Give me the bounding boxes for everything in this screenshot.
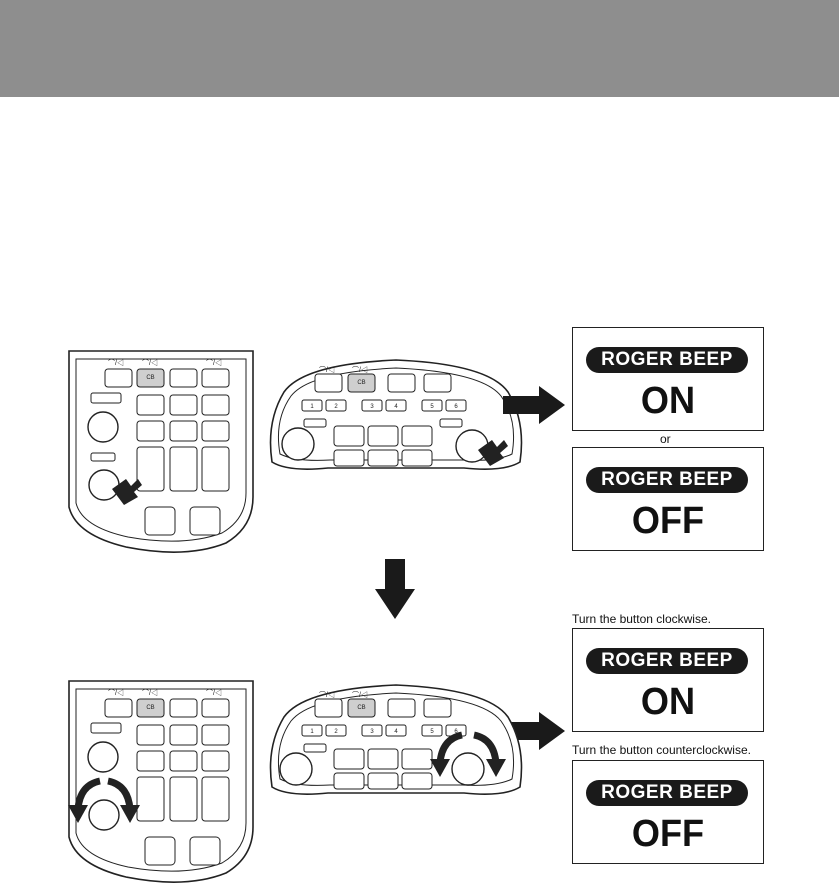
svg-text:⌒/◁: ⌒/◁ [319, 691, 335, 699]
display-label: ROGER BEEP [586, 648, 748, 674]
vertical-control-panel-bottom: ⌒/◁ ⌒/◁ ⌒/◁ CB [66, 677, 256, 885]
lcd-display-on: ROGER BEEP ON [572, 327, 764, 431]
separator-text: or [660, 432, 671, 446]
svg-text:⌒/◁: ⌒/◁ [108, 689, 124, 697]
lcd-display-off: ROGER BEEP OFF [572, 760, 764, 864]
lcd-display-off: ROGER BEEP OFF [572, 447, 764, 551]
header-bar [0, 0, 839, 97]
counterclockwise-caption: Turn the button counterclockwise. [572, 743, 751, 757]
vertical-control-panel-top: ⌒/◁ ⌒/◁ ⌒/◁ CB [66, 347, 256, 557]
down-arrow-icon [375, 559, 415, 619]
svg-text:⌒/◁: ⌒/◁ [206, 689, 222, 697]
display-state: ON [578, 378, 759, 424]
display-state: OFF [578, 498, 759, 544]
svg-text:CB: CB [146, 705, 154, 711]
svg-text:CB: CB [357, 705, 365, 711]
headset-speaker-icon: ⌒/◁ [108, 359, 124, 367]
display-state: ON [578, 679, 759, 725]
svg-text:CB: CB [146, 375, 154, 381]
svg-text:⌒/◁: ⌒/◁ [142, 359, 158, 367]
svg-text:CB: CB [357, 380, 365, 386]
svg-text:⌒/◁: ⌒/◁ [352, 366, 368, 374]
right-arrow-icon [503, 386, 567, 424]
svg-text:⌒/◁: ⌒/◁ [142, 689, 158, 697]
svg-text:⌒/◁: ⌒/◁ [206, 359, 222, 367]
display-label: ROGER BEEP [586, 467, 748, 493]
svg-text:⌒/◁: ⌒/◁ [352, 691, 368, 699]
display-state: OFF [578, 811, 759, 857]
svg-text:⌒/◁: ⌒/◁ [319, 366, 335, 374]
lcd-display-on: ROGER BEEP ON [572, 628, 764, 732]
display-label: ROGER BEEP [586, 347, 748, 373]
clockwise-caption: Turn the button clockwise. [572, 612, 711, 626]
display-label: ROGER BEEP [586, 780, 748, 806]
